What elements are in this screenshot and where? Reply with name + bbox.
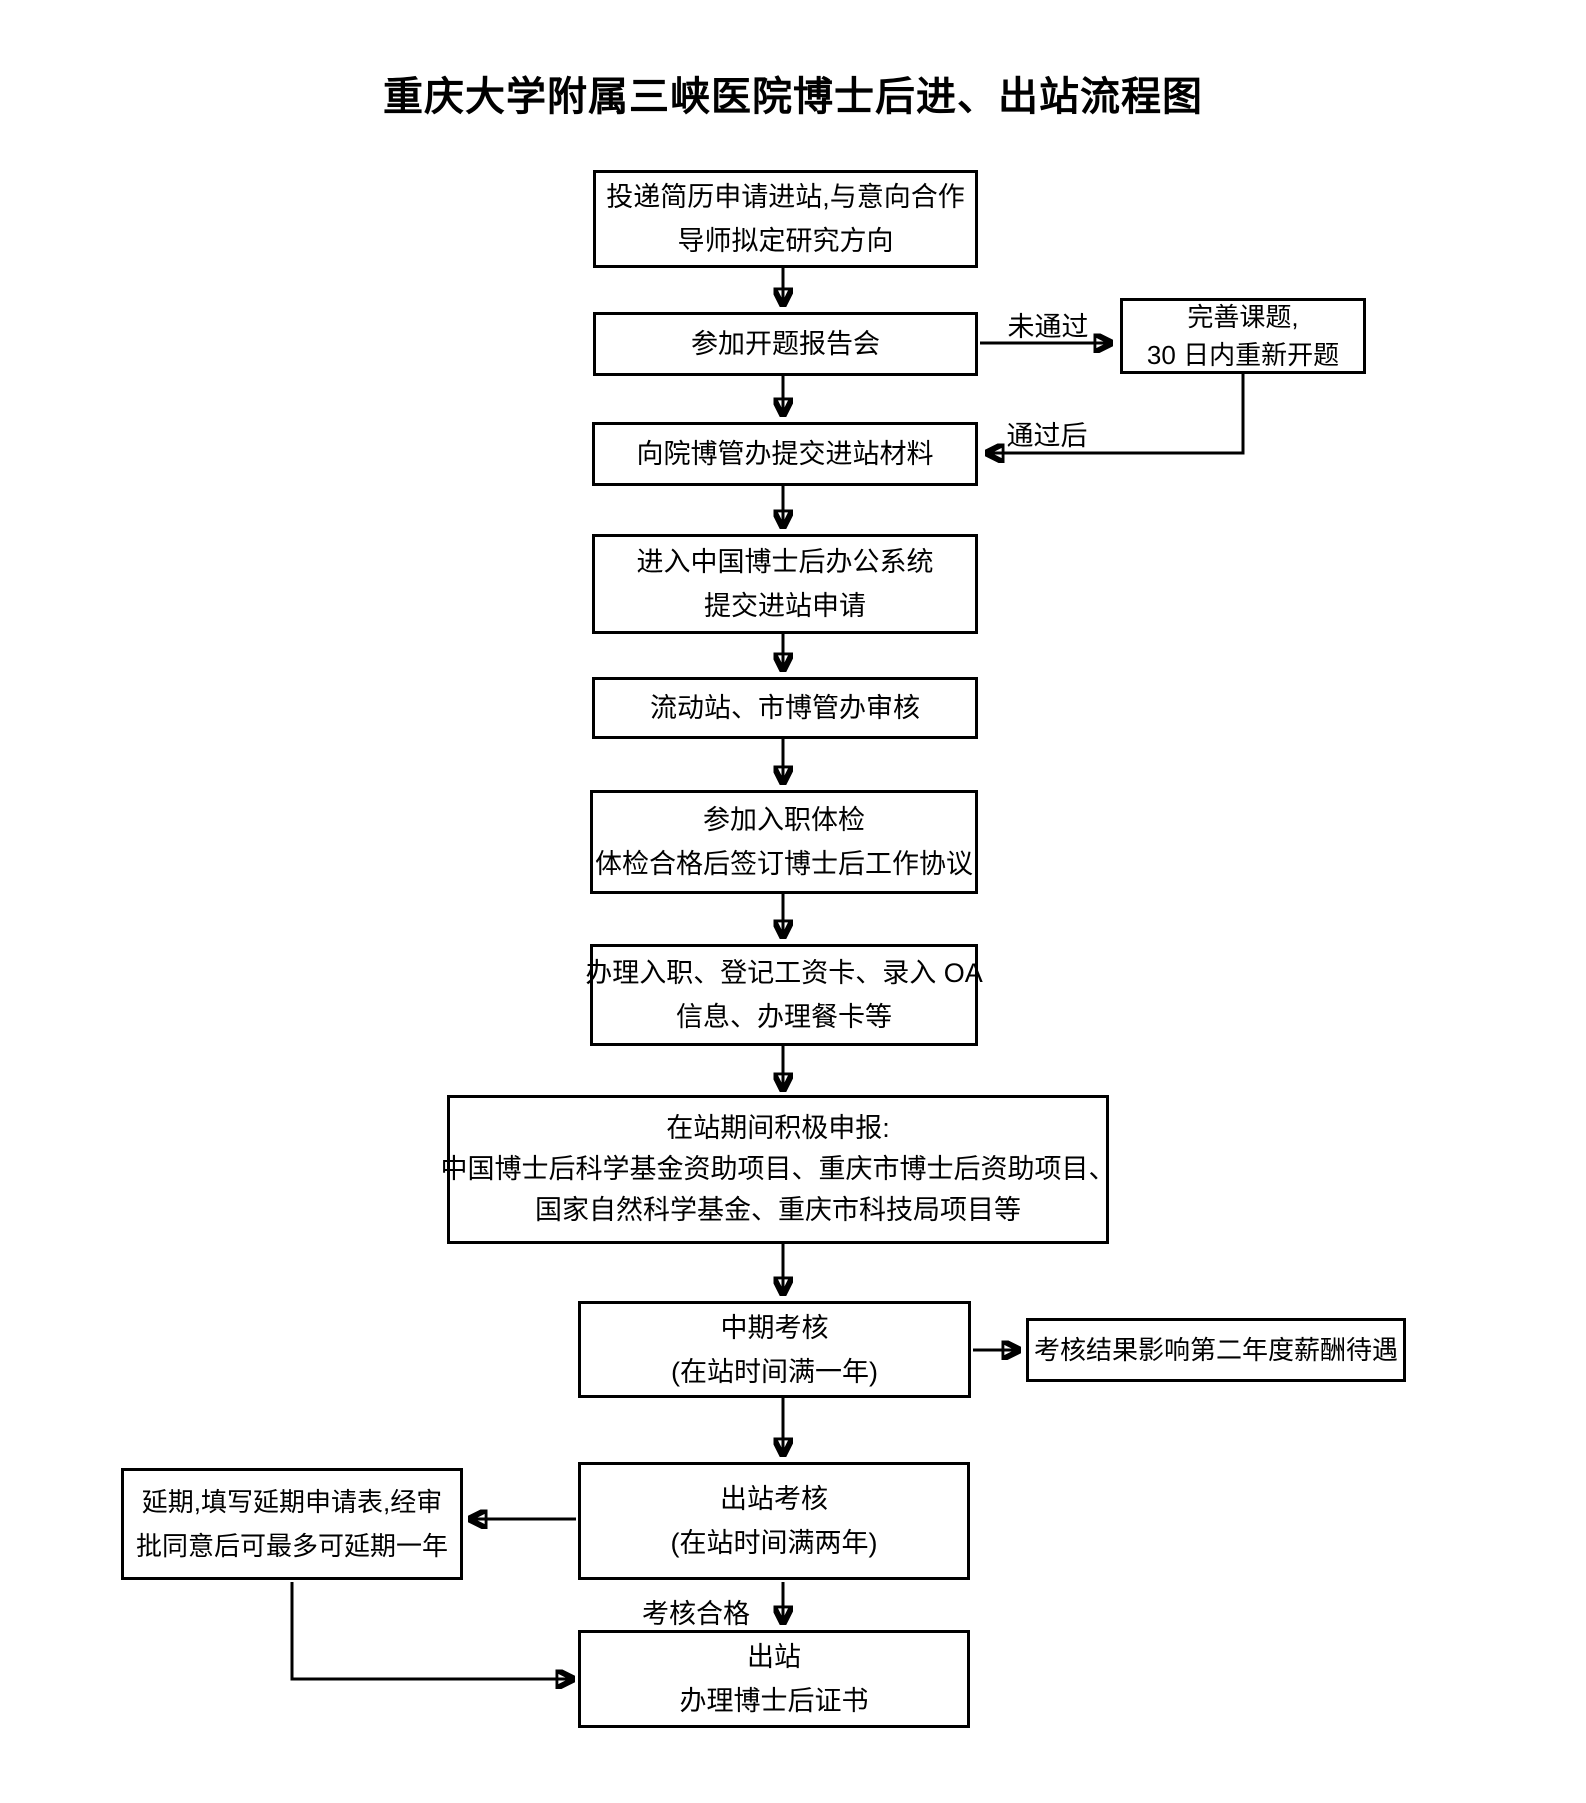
node-extension: 延期,填写延期申请表,经审 批同意后可最多可延期一年 xyxy=(121,1468,463,1580)
node-apply-line-1: 投递简历申请进站,与意向合作 xyxy=(606,182,965,212)
node-midterm-assessment-line-1: 中期考核 xyxy=(720,1312,829,1343)
node-midterm-assessment-line-2: (在站时间满一年) xyxy=(671,1356,878,1387)
node-opening-report-line-1: 参加开题报告会 xyxy=(691,329,880,359)
node-salary-note-line-1: 考核结果影响第二年度薪酬待遇 xyxy=(1033,1335,1398,1365)
node-submit-materials: 向院博管办提交进站材料 xyxy=(592,422,978,486)
node-system-application-line-1: 进入中国博士后办公系统 xyxy=(636,547,934,577)
arrow-extension-to-exit xyxy=(290,1582,572,1679)
node-funding-application-line-2: 中国博士后科学基金资助项目、重庆市博士后资助项目、 xyxy=(440,1154,1116,1184)
node-station-review-line-1: 流动站、市博管办审核 xyxy=(650,693,920,723)
node-exit-station-line-2: 办理博士后证书 xyxy=(679,1686,869,1716)
node-system-application-line-2: 提交进站申请 xyxy=(704,591,866,621)
node-onboarding-line-1: 办理入职、登记工资卡、录入 OA xyxy=(585,958,983,988)
node-extension-line-2: 批同意后可最多可延期一年 xyxy=(135,1531,448,1561)
node-system-application: 进入中国博士后办公系统 提交进站申请 xyxy=(592,534,978,634)
node-revise-topic: 完善课题, 30 日内重新开题 xyxy=(1120,298,1366,374)
node-exit-assessment-line-2: (在站时间满两年) xyxy=(670,1528,878,1558)
node-revise-topic-line-2: 30 日内重新开题 xyxy=(1146,340,1340,370)
node-opening-report: 参加开题报告会 xyxy=(593,312,978,376)
edge-label-not-passed: 未通过 xyxy=(1007,312,1089,342)
node-funding-application: 在站期间积极申报: 中国博士后科学基金资助项目、重庆市博士后资助项目、 国家自然… xyxy=(441,1095,1116,1244)
node-revise-topic-line-1: 完善课题, xyxy=(1187,302,1299,332)
page-title: 重庆大学附属三峡医院博士后进、出站流程图 xyxy=(383,75,1203,119)
node-exit-assessment: 出站考核 (在站时间满两年) xyxy=(578,1462,970,1580)
node-station-review: 流动站、市博管办审核 xyxy=(592,677,978,739)
node-salary-note: 考核结果影响第二年度薪酬待遇 xyxy=(1026,1318,1406,1382)
node-exit-assessment-line-1: 出站考核 xyxy=(720,1484,828,1514)
node-extension-line-1: 延期,填写延期申请表,经审 xyxy=(141,1487,443,1517)
node-onboarding: 办理入职、登记工资卡、录入 OA 信息、办理餐卡等 xyxy=(585,944,983,1046)
node-physical-exam: 参加入职体检 体检合格后签订博士后工作协议 xyxy=(590,790,978,894)
node-exit-station-line-1: 出站 xyxy=(747,1642,801,1672)
node-submit-materials-line-1: 向院博管办提交进站材料 xyxy=(636,439,934,469)
node-physical-exam-line-1: 参加入职体检 xyxy=(703,805,865,835)
edge-label-qualified: 考核合格 xyxy=(642,1599,750,1629)
edge-label-passed: 通过后 xyxy=(1006,421,1088,451)
node-funding-application-line-1: 在站期间积极申报: xyxy=(666,1113,890,1143)
node-midterm-assessment: 中期考核 (在站时间满一年) xyxy=(578,1301,971,1398)
node-physical-exam-line-2: 体检合格后签订博士后工作协议 xyxy=(595,849,973,879)
node-apply-line-2: 导师拟定研究方向 xyxy=(677,226,894,256)
node-onboarding-line-2: 信息、办理餐卡等 xyxy=(676,1002,892,1032)
node-exit-station: 出站 办理博士后证书 xyxy=(578,1630,970,1728)
node-funding-application-line-3: 国家自然科学基金、重庆市科技局项目等 xyxy=(535,1195,1021,1225)
node-apply: 投递简历申请进站,与意向合作 导师拟定研究方向 xyxy=(593,170,978,268)
